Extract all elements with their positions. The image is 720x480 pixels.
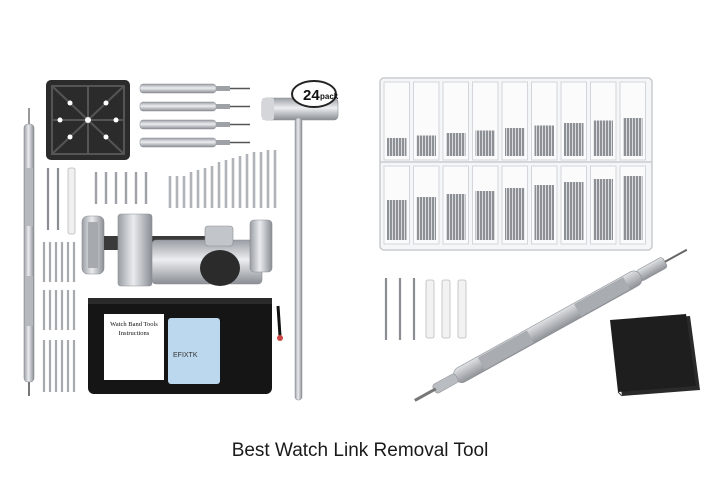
badge-unit: pack bbox=[320, 92, 339, 101]
spring-bar-bundle bbox=[475, 191, 495, 240]
badge-number: 24 bbox=[303, 87, 320, 104]
pin-set-icon bbox=[94, 172, 148, 204]
spring-bar-set-icon bbox=[42, 242, 76, 392]
spring-bar-bundle bbox=[623, 118, 643, 156]
pin-remover-icon bbox=[139, 83, 250, 148]
spring-bar-bundle bbox=[505, 128, 525, 156]
left-product-illustration: 24 pack bbox=[23, 80, 339, 401]
cloth-brand: EFIXTK bbox=[173, 352, 198, 359]
spring-bar-bundle bbox=[446, 133, 466, 156]
spring-bar-bundle bbox=[623, 176, 643, 240]
spring-bar-tool-icon bbox=[23, 108, 35, 396]
instruction-card: Watch Band Tools Instructions bbox=[104, 314, 164, 380]
holder-block-icon bbox=[46, 80, 130, 160]
spring-bar-bundle bbox=[593, 179, 613, 240]
spring-bar-bundle bbox=[475, 130, 495, 156]
pin-set-icon bbox=[46, 168, 60, 230]
cleaning-cloth-icon: EFIXTK bbox=[168, 318, 220, 384]
right-product-illustration bbox=[379, 77, 700, 402]
spring-bar-bundle bbox=[446, 194, 466, 240]
polishing-cloth-icon bbox=[610, 314, 700, 397]
spring-bar-case-icon bbox=[379, 77, 653, 251]
spring-bar-set-icon bbox=[168, 150, 277, 208]
spring-bar-bundle bbox=[416, 197, 436, 240]
caption: Best Watch Link Removal Tool bbox=[231, 440, 489, 461]
left-product-image: 24 pack bbox=[0, 0, 360, 420]
spring-bar-bundle bbox=[534, 125, 554, 156]
pin-set-icon bbox=[384, 278, 467, 340]
spring-bar-bundle bbox=[593, 120, 613, 156]
spring-bar-bundle bbox=[564, 123, 584, 156]
spring-bar-bundle bbox=[564, 182, 584, 240]
spring-bar-bundle bbox=[387, 138, 407, 156]
spring-bar-bundle bbox=[387, 200, 407, 240]
card-title-line2: Instructions bbox=[119, 330, 150, 337]
pack-count-badge: 24 pack bbox=[291, 80, 339, 108]
spring-bar-bundle bbox=[505, 188, 525, 240]
card-title-line1: Watch Band Tools bbox=[110, 321, 158, 328]
spring-bar-bundle bbox=[416, 135, 436, 156]
link-remover-icon bbox=[81, 213, 273, 287]
spring-bar-tool-icon bbox=[414, 248, 688, 402]
plastic-tip-icon bbox=[67, 167, 76, 235]
right-product-image bbox=[360, 0, 720, 420]
hammer-icon bbox=[261, 97, 339, 401]
spring-bar-bundle bbox=[534, 185, 554, 240]
